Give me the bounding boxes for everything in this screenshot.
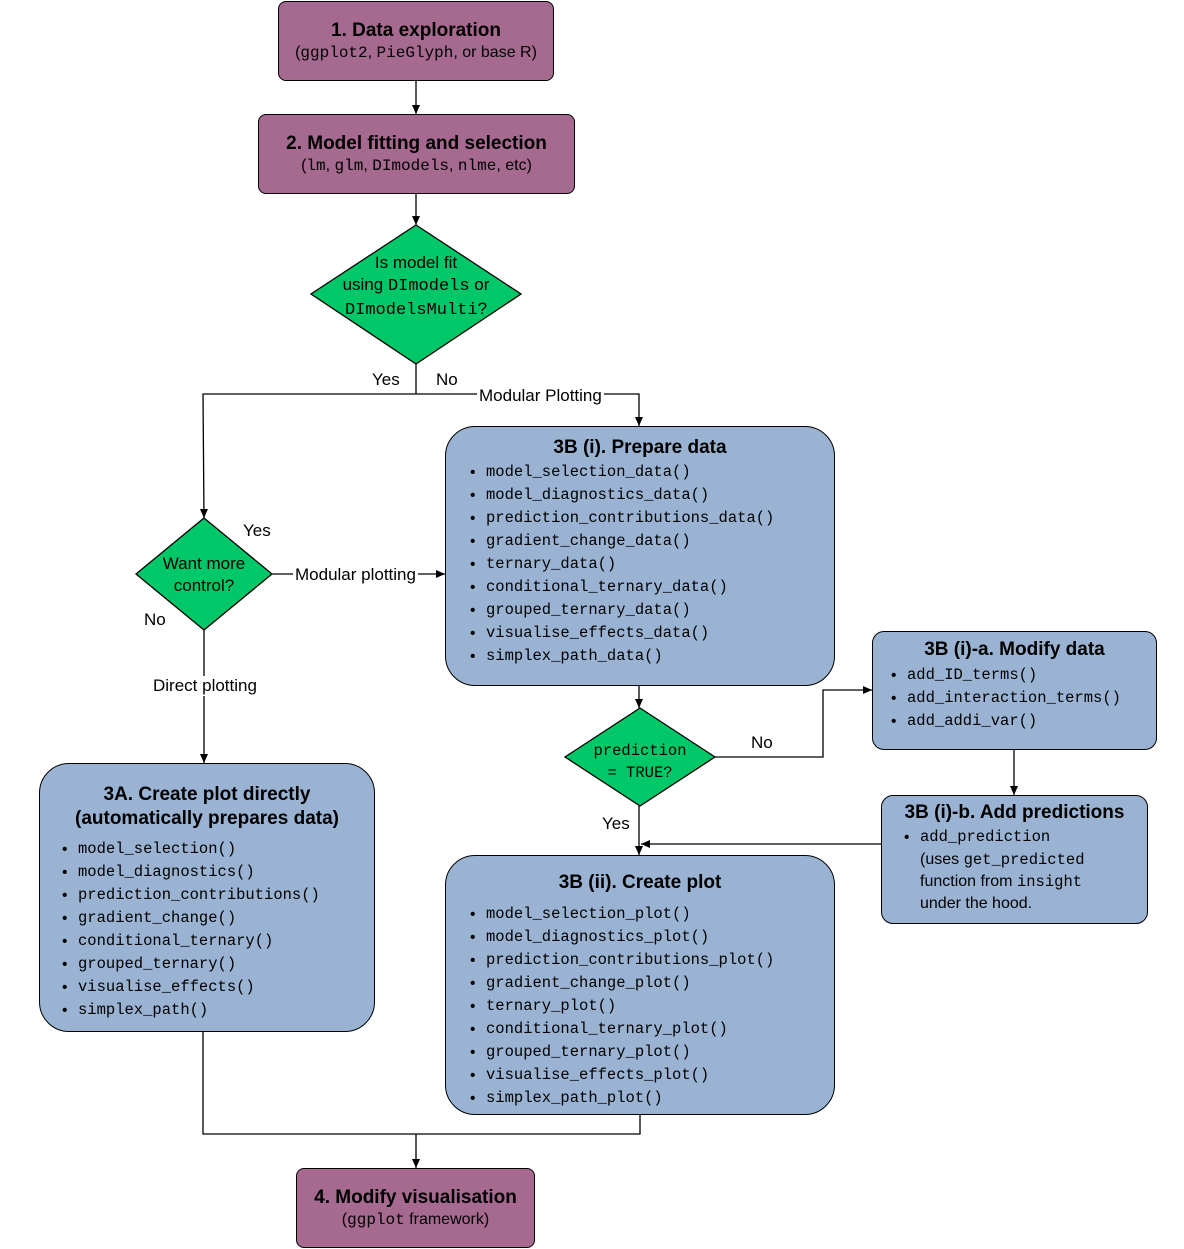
fn-item: model_diagnostics() [62, 861, 374, 884]
model-fitting-title: 2. Model fitting and selection [286, 133, 547, 154]
decision-prediction-line1: prediction [593, 742, 687, 760]
fn-item: model_diagnostics_plot() [470, 926, 834, 949]
decision-dimodels-line1: Is model fit [374, 253, 458, 272]
fn-item: conditional_ternary_plot() [470, 1018, 834, 1041]
edge-3a-to-merge [202, 1032, 416, 1135]
fn-item: model_selection() [62, 838, 374, 861]
add-predictions-list: add_prediction (uses get_predicted funct… [904, 826, 1147, 915]
data-exploration-subtitle: (ggplot2, PieGlyph, or base R) [295, 44, 537, 62]
modify-visualisation-subtitle: (ggplot framework) [341, 1211, 490, 1229]
modify-data-list: add_ID_terms() add_interaction_terms() a… [891, 664, 1156, 733]
fn-item: gradient_change() [62, 907, 374, 930]
fn-item: simplex_path() [62, 999, 374, 1022]
decision-dimodels-shape [309, 224, 523, 365]
decision-prediction-text: prediction = TRUE? [575, 740, 705, 784]
fn-item: prediction_contributions() [62, 884, 374, 907]
edge-label-no-3: No [751, 733, 773, 752]
decision-control-line2: control? [173, 576, 235, 595]
fn-item: conditional_ternary_data() [470, 576, 834, 599]
modify-visualisation-title: 4. Modify visualisation [314, 1187, 517, 1208]
create-plot-list: model_selection_plot() model_diagnostics… [470, 903, 834, 1110]
fn-item: simplex_path_data() [470, 645, 834, 668]
fn-item: prediction_contributions_data() [470, 507, 834, 530]
prepare-data-list: model_selection_data() model_diagnostics… [470, 461, 834, 668]
create-plot-directly-list: model_selection() model_diagnostics() pr… [62, 838, 374, 1022]
add-predictions-title: 3B (i)-b. Add predictions [904, 802, 1125, 823]
edge-label-no-1: No [436, 370, 458, 389]
fn-item: grouped_ternary() [62, 953, 374, 976]
model-fitting-subtitle: (lm, glm, DImodels, nlme, etc) [301, 157, 532, 175]
modify-data-node: 3B (i)-a. Modify data add_ID_terms() add… [872, 631, 1157, 750]
fn-item: model_diagnostics_data() [470, 484, 834, 507]
decision-control-shape [134, 517, 274, 631]
fn-item: add_interaction_terms() [891, 687, 1156, 710]
modify-data-title: 3B (i)-a. Modify data [924, 639, 1105, 660]
fn-item: add_addi_var() [891, 710, 1156, 733]
edge-label-modular-plotting-1: Modular Plotting [477, 386, 604, 406]
create-plot-directly-title: 3A. Create plot directly (automatically … [75, 784, 339, 829]
add-predictions-node: 3B (i)-b. Add predictions add_prediction… [881, 795, 1148, 924]
data-exploration-title: 1. Data exploration [331, 20, 501, 41]
fn-item: gradient_change_data() [470, 530, 834, 553]
prepare-data-title: 3B (i). Prepare data [553, 437, 727, 458]
decision-control-text: Want more control? [144, 553, 264, 597]
create-plot-title: 3B (ii). Create plot [558, 872, 722, 893]
fn-item: model_selection_data() [470, 461, 834, 484]
edge-label-yes-1: Yes [372, 370, 400, 389]
edge-prediction-no-to-modify [715, 686, 872, 758]
data-exploration-node: 1. Data exploration (ggplot2, PieGlyph, … [278, 1, 554, 81]
model-fitting-node: 2. Model fitting and selection (lm, glm,… [258, 114, 575, 194]
fn-item: visualise_effects() [62, 976, 374, 999]
decision-prediction-shape [563, 707, 717, 807]
decision-dimodels-line2: using DImodels or [342, 275, 490, 296]
edge-3bii-to-merge [416, 1115, 641, 1135]
fn-item: simplex_path_plot() [470, 1087, 834, 1110]
edge-label-yes-2: Yes [243, 521, 271, 540]
prepare-data-node: 3B (i). Prepare data model_selection_dat… [445, 426, 835, 686]
decision-dimodels-text: Is model fit using DImodels or DImodelsM… [316, 252, 516, 322]
create-plot-node: 3B (ii). Create plot model_selection_plo… [445, 855, 835, 1115]
fn-item: model_selection_plot() [470, 903, 834, 926]
modify-visualisation-node: 4. Modify visualisation (ggplot framewor… [296, 1168, 535, 1248]
fn-item: conditional_ternary() [62, 930, 374, 953]
fn-item: grouped_ternary_plot() [470, 1041, 834, 1064]
fn-item: prediction_contributions_plot() [470, 949, 834, 972]
decision-control-line1: Want more [162, 554, 246, 573]
decision-prediction-line2: = TRUE? [607, 764, 673, 782]
fn-item: add_prediction (uses get_predicted funct… [904, 826, 1147, 915]
edge-label-direct-plotting: Direct plotting [151, 676, 259, 696]
edge-label-modular-plotting-2: Modular plotting [293, 565, 418, 585]
decision-dimodels-line3: DImodelsMulti? [344, 299, 488, 320]
fn-item: visualise_effects_plot() [470, 1064, 834, 1087]
fn-item: ternary_plot() [470, 995, 834, 1018]
create-plot-directly-node: 3A. Create plot directly (automatically … [39, 763, 375, 1032]
edge-label-yes-3: Yes [602, 814, 630, 833]
fn-item: visualise_effects_data() [470, 622, 834, 645]
fn-item: add_ID_terms() [891, 664, 1156, 687]
fn-item: gradient_change_plot() [470, 972, 834, 995]
fn-item: ternary_data() [470, 553, 834, 576]
fn-item: grouped_ternary_data() [470, 599, 834, 622]
edge-label-no-2: No [144, 610, 166, 629]
edge-yes-to-control [199, 393, 416, 519]
